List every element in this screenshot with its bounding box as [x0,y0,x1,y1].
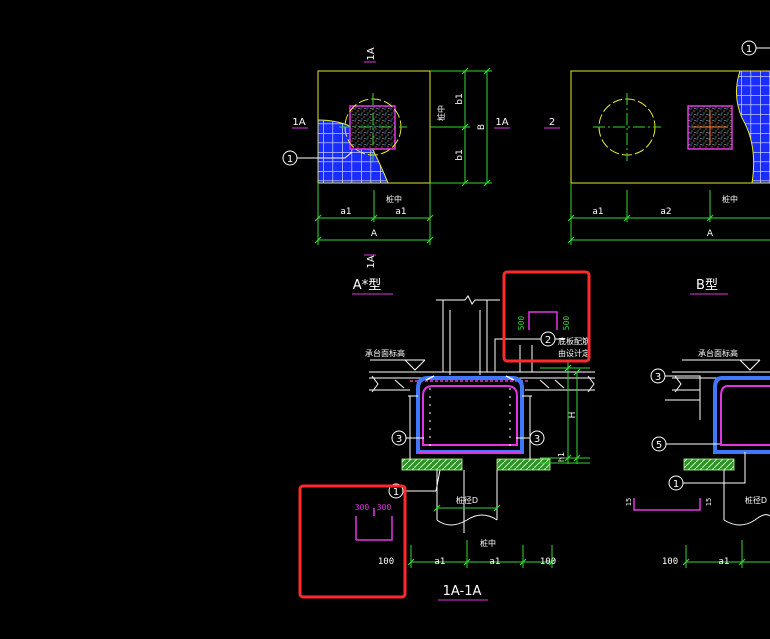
plan-a-dim-center-side: 桩中 [436,105,446,121]
section-b-dim-100: 100 [662,557,678,567]
section-b-cap-cage [713,376,770,454]
plan-a-dim-center-bottom: 桩中 [386,194,402,204]
plan-b-section-mark: 2 [549,117,555,128]
highlight-box-top [502,270,591,363]
section-a-callout-3-left: 3 [396,434,402,445]
section-b-pile [683,458,735,471]
section-a-callout-1: 1 [393,487,399,498]
section-a-pile-right [496,458,551,471]
plan-b-dim-a2: a2 [660,207,671,217]
section-b-callout-1: 1 [673,479,679,490]
section-a-label-design: 由设计定 [558,348,590,358]
detail-bottom: 300 300 [355,503,393,541]
plan-b-callout-1: 1 [746,44,752,55]
section-a-dim-h1: h1 [557,452,566,462]
plan-a-rebar-grid [318,120,388,183]
detail-top-left-dim: 500 [517,316,526,331]
section-a-view: 承台面标高 桩径D H h1 2 底板配筋 由设计定 3 3 [365,295,595,601]
plan-b-view: 1 2 a1 a2 桩中 A B型 [544,40,770,295]
plan-a-callout-1: 1 [287,154,293,165]
section-b-callout-5: 5 [656,440,662,451]
section-a-label-rebar: 底板配筋 [558,336,590,346]
section-a-title: 1A-1A [443,584,482,599]
section-a-pile-left [401,458,463,471]
section-a-dim-100-left: 100 [378,557,394,567]
plan-a-section-mark-left: 1A [292,117,305,128]
section-b-top-elevation: 承台面标高 [698,348,738,358]
plan-a-section-mark-right: 1A [495,117,508,128]
section-a-pile-center: 桩中 [480,538,496,548]
section-a-dim-100-right: 100 [540,557,556,567]
plan-a-view: 1A 1A 1A 1A 1 b1 b1 B 桩中 a1 a1 桩中 A A*型 [282,47,510,295]
plan-b-pile-circle [598,98,656,156]
plan-b-dim-center: 桩中 [722,194,738,204]
highlight-box-bottom [298,484,407,599]
plan-b-rebar-grid [736,71,770,183]
section-b-pile-label: 桩径D [745,495,767,505]
plan-a-dim-b1-top: b1 [455,93,465,104]
section-a-pile-label: 桩径D [456,495,478,505]
plan-a-section-mark-bottom: 1A [366,255,377,268]
plan-a-dim-a1-right: a1 [395,207,406,217]
detail-top-right-dim: 500 [562,316,571,331]
section-a-cap-cage [416,376,524,454]
section-b-dim-a1: a1 [718,557,729,567]
section-b-hook-right: 15 [705,498,713,506]
plan-a-dim-b: B [477,124,487,130]
section-a-dim-a1-left: a1 [434,557,445,567]
section-b-hook-left: 15 [625,498,633,506]
section-b-view: 承台面标高 3 5 1 15 15 桩径D 100 a1 [625,348,770,568]
plan-a-dim-b1-bottom: b1 [455,149,465,160]
section-b-callout-3: 3 [655,372,661,383]
plan-a-title: A*型 [353,278,381,293]
section-a-callout-3-right: 3 [534,434,540,445]
plan-b-title: B型 [696,278,718,293]
plan-a-section-mark-top: 1A [366,47,377,60]
detail-top: 500 500 [517,311,571,331]
plan-a-dim-a: A [371,229,378,239]
section-a-callout-2: 2 [545,335,551,346]
plan-a-dim-a1-left: a1 [340,207,351,217]
section-a-dim-h: H [568,412,578,419]
detail-bottom-left-dim: 300 [355,503,370,512]
plan-b-dim-a: A [707,229,714,239]
section-a-top-elevation: 承台面标高 [365,348,405,358]
plan-b-dim-a1: a1 [592,207,603,217]
detail-bottom-right-dim: 300 [377,503,392,512]
section-a-dim-a1-right: a1 [489,557,500,567]
